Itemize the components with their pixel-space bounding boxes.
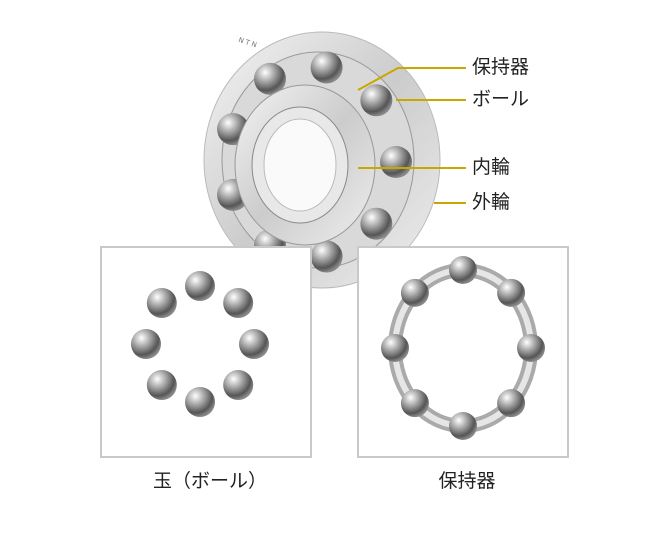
- bearing-ball: [380, 146, 412, 178]
- cage-image: [381, 256, 545, 440]
- ball: [223, 287, 254, 318]
- ball: [239, 329, 269, 359]
- cage-pocket: [400, 389, 429, 418]
- label-cage: 保持器: [472, 56, 530, 78]
- cage-pocket: [497, 278, 526, 307]
- ball: [223, 370, 254, 401]
- cage-pocket: [381, 334, 409, 362]
- ball: [185, 387, 215, 417]
- caption-balls: 玉（ボール）: [152, 470, 267, 492]
- balls-image: [131, 271, 269, 417]
- bearing-ball: [360, 207, 393, 240]
- ball: [146, 287, 177, 318]
- label-ball: ボール: [472, 88, 530, 110]
- ball: [131, 329, 161, 359]
- cage-pocket: [497, 389, 526, 418]
- cage-pocket: [449, 256, 477, 284]
- leader-lines: [357, 67, 466, 204]
- label-inner-ring: 内輪: [472, 156, 511, 178]
- cage-pocket: [400, 278, 429, 307]
- bearing-ball: [310, 240, 343, 273]
- bearing-ball: [310, 51, 343, 84]
- cage-pocket: [517, 334, 545, 362]
- bearing-ball: [360, 84, 393, 117]
- bearing-ball: [254, 62, 286, 95]
- caption-cage: 保持器: [438, 470, 496, 492]
- ball: [185, 271, 215, 301]
- cage-panel: [357, 246, 569, 458]
- balls-panel: [100, 246, 312, 458]
- label-outer-ring: 外輪: [472, 191, 511, 213]
- cage-pocket: [449, 412, 477, 440]
- ball: [146, 370, 177, 401]
